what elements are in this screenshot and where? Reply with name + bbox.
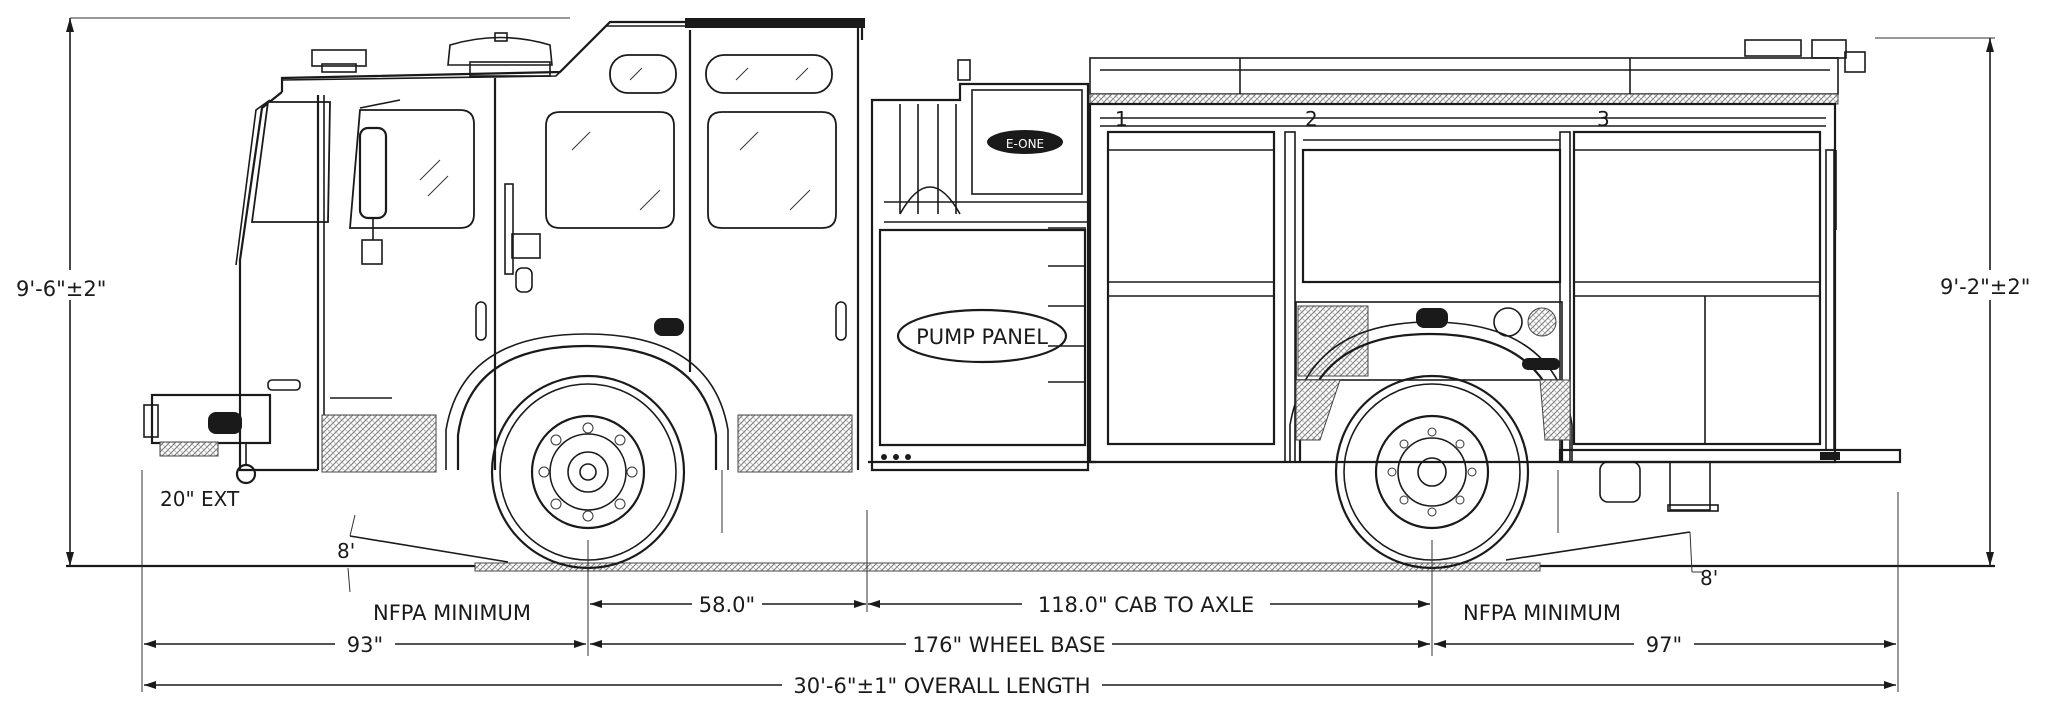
ground-line	[66, 562, 1995, 572]
departure-angle-label: 8'	[1700, 566, 1718, 590]
door-handle-1	[475, 301, 487, 341]
body-height-label: 9'-2"±2"	[1940, 275, 2030, 299]
pump-panel-ellipse	[896, 308, 1068, 364]
light-bar	[685, 18, 865, 28]
roof-beacon	[311, 49, 367, 67]
door-handle-2	[835, 301, 847, 341]
marker-light-1	[654, 318, 684, 336]
crew-window-1	[545, 111, 675, 229]
upper-window-1	[609, 54, 677, 94]
front-wheel-well	[445, 333, 729, 470]
compartment-number-2: 2	[1305, 107, 1318, 131]
rear-wheel	[1334, 374, 1530, 570]
over-axle-panel	[1295, 301, 1563, 381]
cab-height-label: 9'-6"±2"	[16, 277, 106, 301]
wheel-base-label: 176" WHEEL BASE	[912, 633, 1105, 657]
compartment-2-door	[1301, 148, 1562, 284]
badge-oval	[987, 130, 1063, 154]
upper-window-2	[705, 54, 833, 94]
siren-speaker	[447, 36, 553, 66]
approach-angle: 8' 20" EXT	[160, 487, 509, 593]
approach-angle-label: 8'	[337, 539, 355, 563]
front-wheel	[490, 374, 686, 570]
compartment-1-door	[1106, 130, 1276, 446]
crew-step-hatch	[737, 414, 853, 473]
pump-panel-label: PUMP PANEL	[916, 325, 1048, 349]
cab-to-front-axle-label: 58.0"	[699, 593, 755, 617]
badge-panel	[971, 89, 1083, 195]
bumper-extension-label: 20" EXT	[160, 487, 240, 511]
pump-house: E-ONE PUMP PANEL	[868, 59, 1096, 472]
front-overhang-label: 93"	[347, 633, 383, 657]
overall-length-label: 30'-6"±1" OVERALL LENGTH	[793, 674, 1090, 698]
pump-light	[957, 59, 971, 81]
compartment-3-door	[1572, 130, 1822, 446]
badge-text: E-ONE	[1006, 137, 1044, 151]
body-height-dimension: 9'-2"±2"	[1875, 37, 2053, 566]
cab-to-axle-dimension-row: 58.0" 118.0" CAB TO AXLE NFPA MINIMUM NF…	[373, 590, 1621, 625]
tailboard	[1558, 448, 1902, 464]
ground-hatch	[474, 562, 1541, 572]
cab-to-axle-label: 118.0" CAB TO AXLE	[1038, 593, 1254, 617]
cab-height-dimension: 9'-6"±2"	[10, 17, 570, 566]
compartment-number-3: 3	[1597, 107, 1610, 131]
cab-step-hatch	[321, 414, 437, 473]
rear-beacon	[1811, 39, 1847, 59]
tow-eye	[235, 463, 257, 485]
extension-lines	[141, 470, 1899, 692]
rear-overhang-label: 97"	[1646, 633, 1682, 657]
overall-length-dimension-row: 30'-6"±1" OVERALL LENGTH	[144, 670, 1896, 698]
controls-box	[511, 233, 541, 259]
compartment-number-1: 1	[1115, 107, 1128, 131]
rear-departure-label: NFPA MINIMUM	[1463, 601, 1621, 625]
cab	[143, 18, 865, 485]
apparatus-body: 1 2 3	[1088, 39, 1902, 512]
wheelbase-dimension-row: 93" 176" WHEEL BASE 97"	[144, 630, 1896, 657]
front-approach-label: NFPA MINIMUM	[373, 601, 531, 625]
windshield	[250, 101, 331, 223]
crew-window-2	[707, 111, 837, 229]
hose-bed	[1089, 57, 1839, 95]
front-door-window	[349, 109, 475, 229]
bumper-light	[208, 412, 242, 434]
departure-angle: 8'	[1505, 531, 1718, 590]
